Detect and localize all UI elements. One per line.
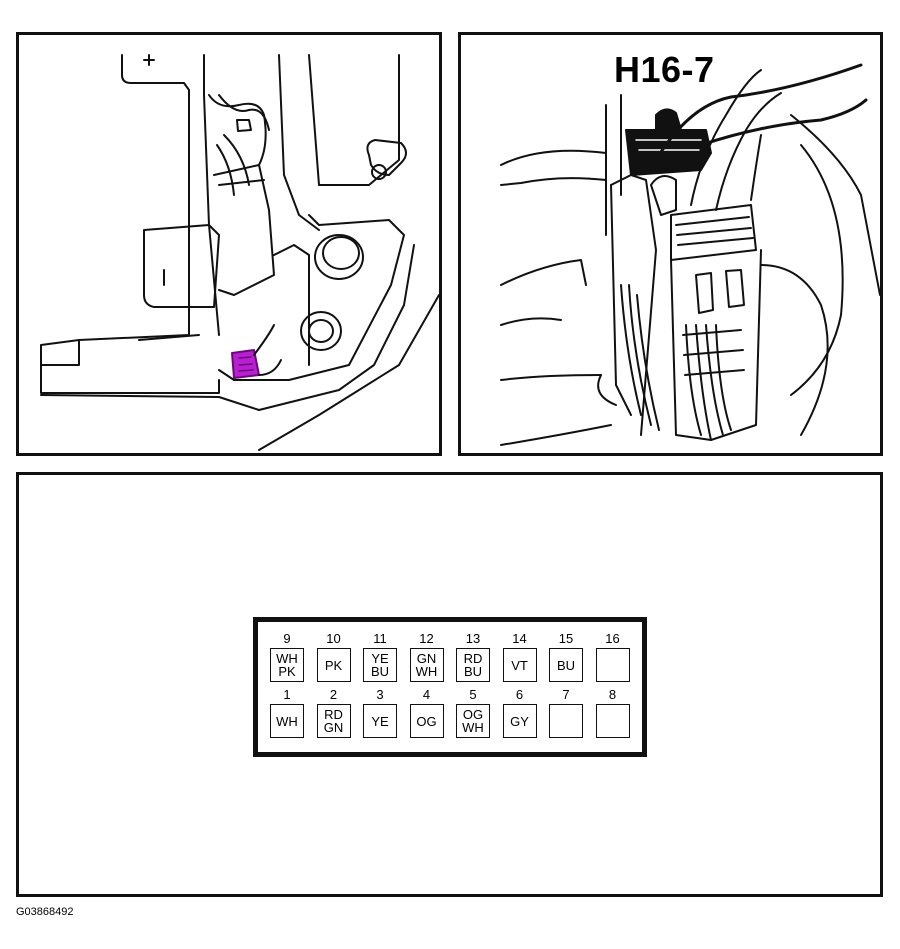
pin-number-5: 5: [469, 687, 477, 702]
pin-cavity-15: BU: [549, 648, 583, 682]
wire-color-label: YE: [371, 651, 389, 666]
connector-title: H16-7: [614, 49, 715, 90]
pin-number-3: 3: [376, 687, 384, 702]
pin-number-2: 2: [329, 687, 338, 702]
pin-number-11: 11: [373, 631, 387, 646]
wire-color-label: WH: [276, 651, 298, 666]
connector-view-panel: H16-7: [458, 32, 883, 456]
pin-cavity-16: [595, 648, 630, 682]
wire-color-label: PK: [324, 657, 343, 673]
location-view-panel: [16, 32, 442, 456]
pin-number-4: 4: [422, 687, 431, 702]
wire-color-label: BU: [370, 664, 390, 679]
wire-color-label: WH: [462, 720, 484, 735]
pin-cavity-7: [549, 704, 583, 738]
wire-color-label: WH: [415, 664, 438, 679]
pin-cavity-10: PK: [316, 648, 351, 682]
wire-color-label: OG: [462, 707, 484, 722]
pin-cavity-3: YE: [363, 704, 397, 738]
wire-color-label: RD: [463, 651, 483, 666]
wire-color-label: GY: [510, 713, 529, 729]
wire-color-label: VT: [511, 657, 528, 673]
location-line-drawing: [40, 54, 439, 451]
pin-number-13: 13: [465, 631, 481, 646]
pin-number-9: 9: [283, 631, 291, 646]
wire-color-label: BU: [463, 664, 483, 679]
pin-number-14: 14: [512, 631, 527, 646]
wire-color-label: GN: [416, 651, 437, 666]
pin-cavity-14: VT: [502, 648, 537, 682]
figure-id: G03868492: [16, 906, 74, 918]
pin-number-1: 1: [283, 687, 291, 702]
wire-color-label: GN: [323, 720, 344, 735]
pin-number-16: 16: [605, 631, 620, 646]
pin-cavity-6: GY: [502, 704, 537, 738]
pin-number-15: 15: [558, 631, 574, 646]
pin-number-8: 8: [608, 687, 617, 702]
pin-number-6: 6: [515, 687, 524, 702]
connector-line-drawing: [500, 63, 880, 446]
wire-color-label: OG: [416, 713, 437, 729]
pin-cavity-8: [595, 704, 630, 738]
pin-cavity-1: WH: [270, 704, 304, 738]
wire-color-label: YE: [371, 713, 389, 729]
pin-number-12: 12: [419, 631, 434, 646]
pin-cavity-4: OG: [409, 704, 444, 738]
pin-number-10: 10: [326, 631, 341, 646]
pin-number-7: 7: [562, 687, 570, 702]
wire-color-label: BU: [556, 657, 576, 673]
wire-color-label: WH: [276, 713, 298, 729]
wire-color-label: PK: [278, 664, 296, 679]
wire-color-label: RD: [324, 707, 343, 722]
